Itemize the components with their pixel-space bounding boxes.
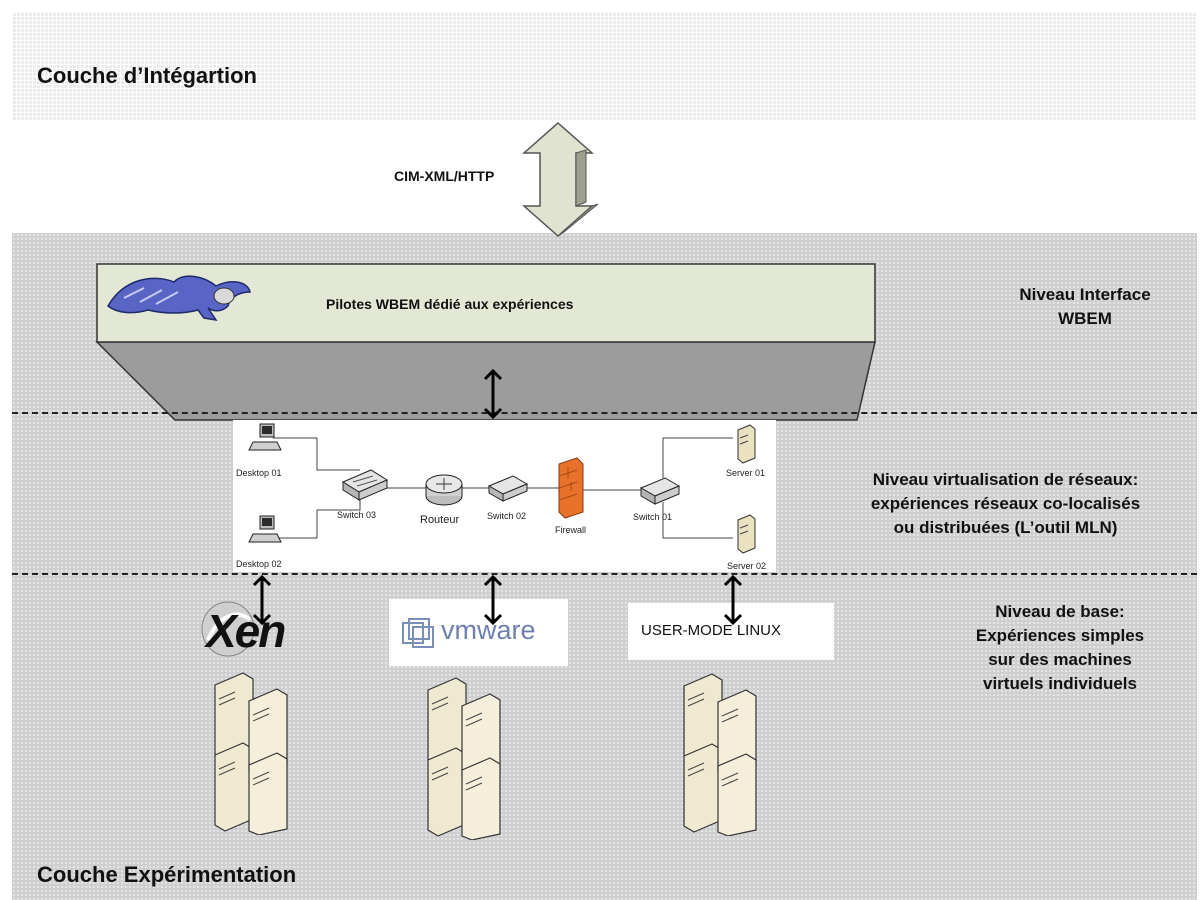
router-label: Routeur [420,514,460,526]
firewall-label: Firewall [555,525,587,535]
double-arrow-icon [483,574,503,626]
xen-logo: Xen [198,600,338,658]
switch-01-label: Switch 01 [633,512,673,522]
level-virt-line: expériences réseaux co-localisés [870,494,1141,513]
level-base-line: virtuels individuels [983,674,1137,693]
level-base-line: sur des machines [988,650,1132,669]
level-interface-line: WBEM [1058,309,1112,328]
level-base-line: Niveau de base: [995,602,1125,621]
double-arrow-icon [252,574,272,626]
xen-swirl-icon [201,601,255,657]
xen-logo-text: Xen [206,605,286,657]
level-separator-line [12,412,1197,414]
vmware-logo: vmware [389,599,568,666]
switch-03-label: Switch 03 [337,510,377,520]
uml-logo: USER-MODE LINUX [628,603,834,660]
level-virt-line: ou distribuées (L’outil MLN) [893,518,1118,537]
uml-logo-text: USER-MODE LINUX [641,622,782,639]
switch-02-label: Switch 02 [487,511,527,521]
server-stack-uml-icon [683,673,757,836]
server-02-icon [737,514,756,554]
server-01-label: Server 01 [726,468,766,478]
switch-01-icon [639,477,681,505]
server-stack-xen-icon [214,672,288,835]
switch-03-icon [341,469,389,501]
level-base: Niveau de base: Expériences simples sur … [945,600,1175,696]
integration-layer-band [12,12,1197,120]
double-arrow-icon [723,574,743,626]
level-network-virtualisation: Niveau virtualisation de réseaux: expéri… [818,468,1193,540]
double-arrow-icon [483,368,503,420]
switch-02-icon [487,475,529,502]
desktop-02-label: Desktop 02 [236,559,282,569]
level-separator-line [12,573,1197,575]
level-virt-line: Niveau virtualisation de réseaux: [872,470,1139,489]
level-base-line: Expériences simples [975,626,1145,645]
wbem-box-label: Pilotes WBEM dédié aux expériences [326,296,574,312]
router-icon [425,474,463,506]
server-01-icon [737,424,756,464]
experimentation-layer-title: Couche Expérimentation [37,862,297,887]
integration-layer-title: Couche d’Intégartion [37,63,257,88]
desktop-01-label: Desktop 01 [236,468,282,478]
level-interface-wbem: Niveau Interface WBEM [985,283,1185,331]
desktop-01-icon [248,423,282,451]
server-02-label: Server 02 [727,561,767,571]
desktop-02-icon [248,515,282,543]
network-topology-diagram [248,423,756,554]
firewall-icon [558,457,584,519]
cim-xml-double-arrow [522,121,599,238]
vmware-squares-icon [402,618,434,648]
protocol-label: CIM-XML/HTTP [394,168,495,184]
wbem-drivers-box [95,263,876,421]
level-interface-line: Niveau Interface [1019,285,1151,304]
griffin-logo-icon [107,275,251,322]
server-stack-vmware-icon [427,677,501,840]
